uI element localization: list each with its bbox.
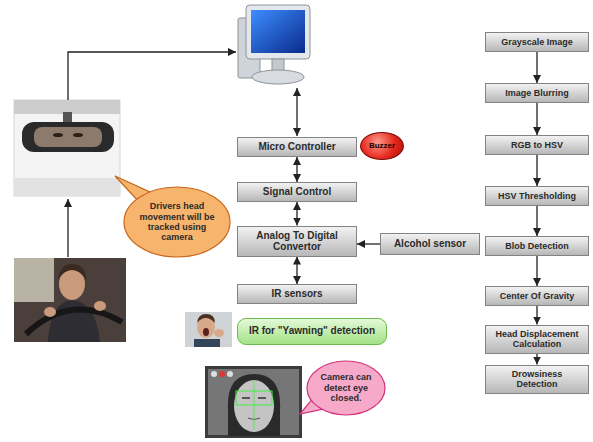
driver-hair bbox=[58, 264, 86, 280]
connector-arrow bbox=[296, 257, 297, 285]
connector-arrow bbox=[536, 354, 537, 365]
flow-arrow bbox=[67, 199, 68, 257]
node-text: Camera can detect eye closed. bbox=[315, 372, 377, 403]
node-text: Center Of Gravity bbox=[500, 291, 575, 301]
node-text: RGB to HSV bbox=[511, 140, 563, 150]
connector-arrow bbox=[536, 52, 537, 83]
connector-arrow bbox=[536, 206, 537, 236]
mirror-body bbox=[22, 122, 114, 152]
flow-arrow bbox=[296, 88, 297, 136]
open-mouth bbox=[203, 328, 209, 336]
node-text: Drowsiness Detection bbox=[490, 369, 584, 390]
windshield bbox=[14, 178, 120, 196]
process-box: IR sensors bbox=[237, 284, 357, 304]
process-box: Signal Control bbox=[237, 182, 357, 202]
shirt bbox=[194, 339, 220, 347]
photo-frame bbox=[14, 100, 120, 196]
step-box: Image Blurring bbox=[485, 83, 589, 103]
driver-body bbox=[48, 300, 100, 342]
buzzer-button: Buzzer bbox=[360, 132, 404, 160]
node-text: Drivers head movement will be tracked us… bbox=[137, 201, 217, 242]
bubble-body bbox=[307, 361, 385, 415]
node-text: Grayscale Image bbox=[501, 37, 573, 47]
photo-frame bbox=[14, 258, 126, 342]
driver-hand bbox=[44, 307, 56, 317]
ui-dot bbox=[219, 371, 225, 377]
node-text: Micro Controller bbox=[258, 141, 335, 153]
yawn-photo bbox=[185, 312, 232, 347]
closed-eye bbox=[258, 397, 266, 399]
node-text: IR for "Yawning" detection bbox=[249, 325, 375, 337]
step-box: Center Of Gravity bbox=[485, 286, 589, 306]
step-box: RGB to HSV bbox=[485, 135, 589, 155]
node-text: IR sensors bbox=[271, 288, 322, 300]
eye-camera-image bbox=[205, 366, 302, 438]
face bbox=[234, 380, 274, 432]
computer-icon bbox=[238, 5, 310, 84]
speech-bubble: Drivers head movement will be tracked us… bbox=[123, 186, 231, 258]
monitor-frame bbox=[246, 5, 310, 59]
monitor-screen bbox=[251, 10, 305, 53]
step-box: HSV Thresholding bbox=[485, 186, 589, 206]
crosshair bbox=[254, 380, 255, 430]
driver-photo bbox=[14, 258, 126, 342]
driver-hand bbox=[94, 301, 106, 311]
bubble-body bbox=[124, 187, 230, 257]
photo-frame bbox=[205, 366, 302, 438]
step-box: Head Displacement Calculation bbox=[485, 325, 589, 354]
node-text: Buzzer bbox=[369, 141, 395, 150]
node-text: Analog To Digital Convertor bbox=[242, 230, 352, 253]
connector-arrow bbox=[296, 202, 297, 226]
node-text: Blob Detection bbox=[505, 241, 569, 251]
step-box: Grayscale Image bbox=[485, 32, 589, 52]
eye bbox=[53, 133, 63, 137]
connector-arrow bbox=[296, 157, 297, 182]
flow-arrow bbox=[68, 52, 236, 100]
ui-dot bbox=[211, 371, 217, 377]
photo-ground bbox=[208, 369, 299, 435]
connector-arrow bbox=[536, 306, 537, 325]
node-text: Head Displacement Calculation bbox=[490, 329, 584, 350]
car-window bbox=[14, 258, 54, 302]
node-text: HSV Thresholding bbox=[498, 191, 576, 201]
car-ceiling bbox=[14, 100, 120, 114]
photo-frame bbox=[185, 312, 232, 347]
note-box: IR for "Yawning" detection bbox=[237, 318, 387, 345]
process-box: Analog To Digital Convertor bbox=[237, 226, 357, 257]
sensor-box: Alcohol sensor bbox=[380, 233, 480, 255]
mirror-reflection bbox=[34, 127, 102, 147]
process-box: Micro Controller bbox=[237, 137, 357, 157]
step-box: Blob Detection bbox=[485, 236, 589, 256]
hair bbox=[228, 374, 280, 436]
closed-eye bbox=[242, 397, 250, 399]
hand bbox=[214, 329, 224, 337]
ui-dot bbox=[227, 371, 233, 377]
eye bbox=[73, 133, 83, 137]
hair bbox=[197, 314, 215, 323]
connector-arrow bbox=[536, 256, 537, 286]
node-text: Image Blurring bbox=[505, 88, 569, 98]
node-text: Alcohol sensor bbox=[394, 238, 466, 250]
steering-wheel bbox=[26, 310, 122, 335]
connector-arrow bbox=[357, 243, 380, 244]
mirror-photo bbox=[14, 100, 120, 196]
speech-bubble: Camera can detect eye closed. bbox=[306, 360, 386, 416]
connector-arrow bbox=[536, 103, 537, 135]
node-text: Signal Control bbox=[263, 186, 331, 198]
step-box: Drowsiness Detection bbox=[485, 365, 589, 394]
connector-arrow bbox=[536, 155, 537, 186]
monitor-base bbox=[252, 70, 304, 84]
